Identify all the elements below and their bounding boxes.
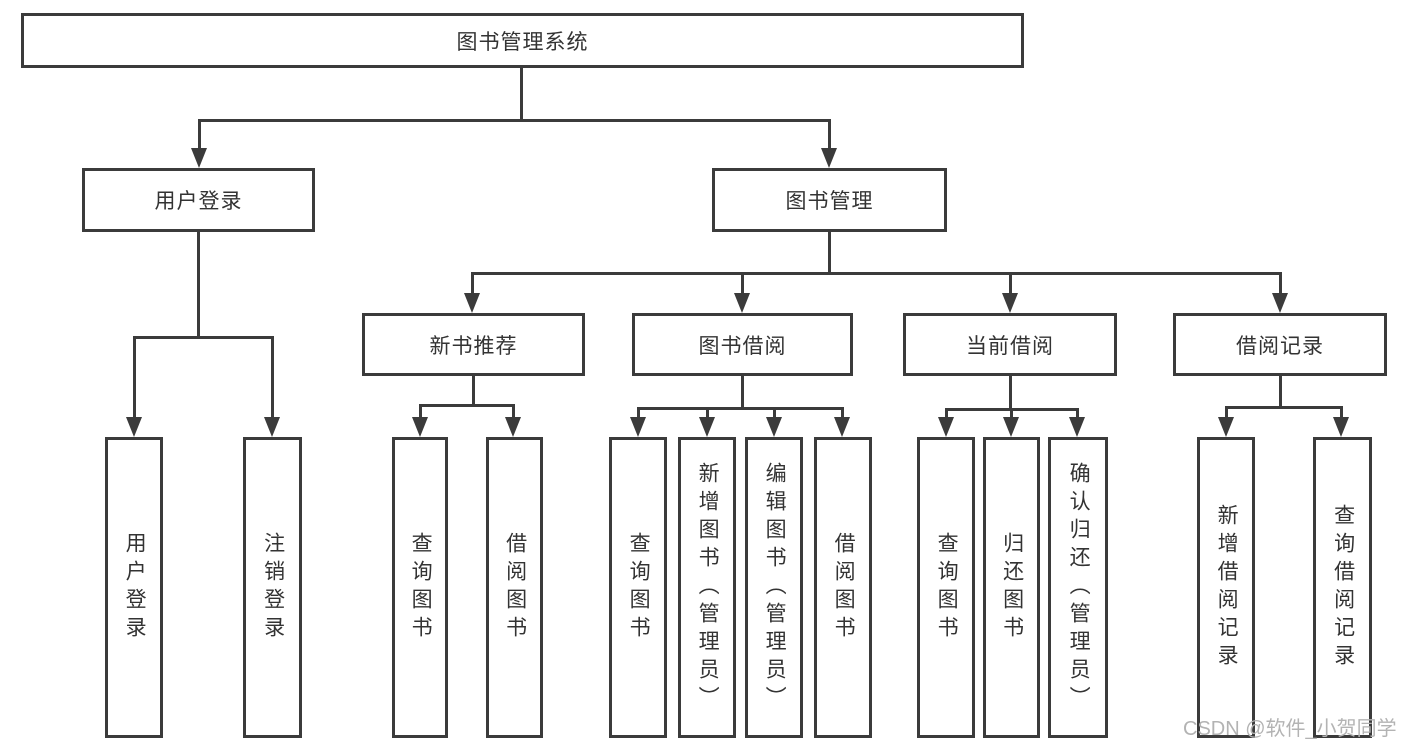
- leaf-borrow-books: 借阅图书: [814, 437, 872, 738]
- connector-user-login-horizontal: [133, 336, 273, 339]
- leaf-query-books-borrow: 查询图书: [609, 437, 667, 738]
- connector-leaf: [512, 404, 515, 419]
- node-label: 注销登录: [261, 531, 285, 644]
- node-label: 图书管理: [785, 190, 874, 213]
- arrow-down-icon: [1333, 417, 1349, 437]
- connector-section4-horizontal: [1225, 406, 1343, 409]
- node-label: 查询图书: [935, 531, 959, 644]
- arrow-down-icon: [834, 417, 850, 437]
- leaf-return-books: 归还图书: [983, 437, 1040, 738]
- arrow-down-icon: [1069, 417, 1085, 437]
- arrow-down-icon: [766, 417, 782, 437]
- arrow-down-icon: [821, 148, 837, 168]
- node-label: 新增图书（管理员）: [696, 461, 720, 714]
- connector-to-current-borrow: [1009, 272, 1012, 295]
- leaf-edit-books-admin: 编辑图书（管理员）: [745, 437, 803, 738]
- leaf-borrow-books-recommend: 借阅图书: [486, 437, 543, 738]
- connector-to-logout: [271, 336, 274, 419]
- connector-leaf: [841, 407, 844, 419]
- node-book-borrow: 图书借阅: [632, 313, 853, 376]
- connector-root-horizontal: [198, 119, 831, 122]
- connector-book-mgmt-vertical: [828, 232, 831, 275]
- node-library-management-system: 图书管理系统: [21, 13, 1024, 68]
- arrow-down-icon: [412, 417, 428, 437]
- arrow-down-icon: [191, 148, 207, 168]
- arrow-down-icon: [264, 417, 280, 437]
- node-book-management: 图书管理: [712, 168, 947, 232]
- connector-to-book-borrow: [741, 272, 744, 295]
- connector-leaf: [637, 407, 640, 419]
- connector-leaf: [773, 407, 776, 419]
- leaf-confirm-return-admin: 确认归还（管理员）: [1048, 437, 1108, 738]
- csdn-watermark: CSDN @软件_小贺同学: [1183, 718, 1397, 740]
- node-label: 用户登录: [154, 190, 243, 213]
- arrow-down-icon: [126, 417, 142, 437]
- node-borrow-records: 借阅记录: [1173, 313, 1387, 376]
- connector-to-login: [133, 336, 136, 419]
- connector-section4-vertical: [1279, 376, 1282, 409]
- connector-section2-vertical: [741, 376, 744, 410]
- connector-leaf: [945, 408, 948, 419]
- arrow-down-icon: [505, 417, 521, 437]
- leaf-add-books-admin: 新增图书（管理员）: [678, 437, 736, 738]
- connector-leaf: [1076, 408, 1079, 419]
- arrow-down-icon: [734, 293, 750, 313]
- connector-to-new-books: [471, 272, 474, 295]
- connector-leaf: [1010, 408, 1013, 419]
- node-label: 借阅图书: [503, 531, 527, 644]
- connector-leaf: [1225, 406, 1228, 419]
- arrow-down-icon: [1272, 293, 1288, 313]
- connector-user-login-vertical: [197, 232, 200, 339]
- arrow-down-icon: [938, 417, 954, 437]
- connector-leaf: [706, 407, 709, 419]
- node-label: 用户登录: [123, 531, 147, 644]
- connector-leaf: [1340, 406, 1343, 419]
- connector-to-borrow-records: [1279, 272, 1282, 295]
- arrow-down-icon: [1218, 417, 1234, 437]
- arrow-down-icon: [1002, 293, 1018, 313]
- connector-to-user-login: [198, 119, 201, 150]
- node-label: 图书借阅: [698, 334, 787, 358]
- leaf-query-borrow-record: 查询借阅记录: [1313, 437, 1372, 738]
- node-label: 新书推荐: [429, 334, 518, 358]
- arrow-down-icon: [464, 293, 480, 313]
- node-label: 查询图书: [627, 531, 651, 644]
- connector-section1-horizontal: [419, 404, 515, 407]
- connector-root-vertical: [520, 68, 523, 122]
- connector-section2-horizontal: [637, 407, 844, 410]
- node-label: 借阅图书: [832, 531, 856, 644]
- node-current-borrow: 当前借阅: [903, 313, 1117, 376]
- node-label: 编辑图书（管理员）: [763, 461, 787, 714]
- node-new-book-recommend: 新书推荐: [362, 313, 585, 376]
- leaf-add-borrow-record: 新增借阅记录: [1197, 437, 1255, 738]
- connector-book-mgmt-horizontal: [471, 272, 1281, 275]
- connector-section1-vertical: [472, 376, 475, 407]
- leaf-user-login: 用户登录: [105, 437, 163, 738]
- node-label: 借阅记录: [1236, 334, 1324, 358]
- connector-section3-vertical: [1009, 376, 1012, 411]
- arrow-down-icon: [699, 417, 715, 437]
- arrow-down-icon: [630, 417, 646, 437]
- leaf-logout: 注销登录: [243, 437, 302, 738]
- node-label: 归还图书: [1000, 531, 1024, 644]
- node-label: 当前借阅: [966, 334, 1054, 358]
- arrow-down-icon: [1003, 417, 1019, 437]
- connector-leaf: [419, 404, 422, 419]
- connector-to-book-management: [828, 119, 831, 150]
- leaf-query-books-current: 查询图书: [917, 437, 975, 738]
- node-user-login: 用户登录: [82, 168, 315, 232]
- leaf-query-books-recommend: 查询图书: [392, 437, 448, 738]
- node-label: 查询图书: [409, 531, 433, 644]
- node-label: 新增借阅记录: [1215, 503, 1239, 672]
- node-label: 查询借阅记录: [1331, 503, 1355, 672]
- node-label: 确认归还（管理员）: [1067, 461, 1091, 714]
- node-label: 图书管理系统: [456, 30, 589, 54]
